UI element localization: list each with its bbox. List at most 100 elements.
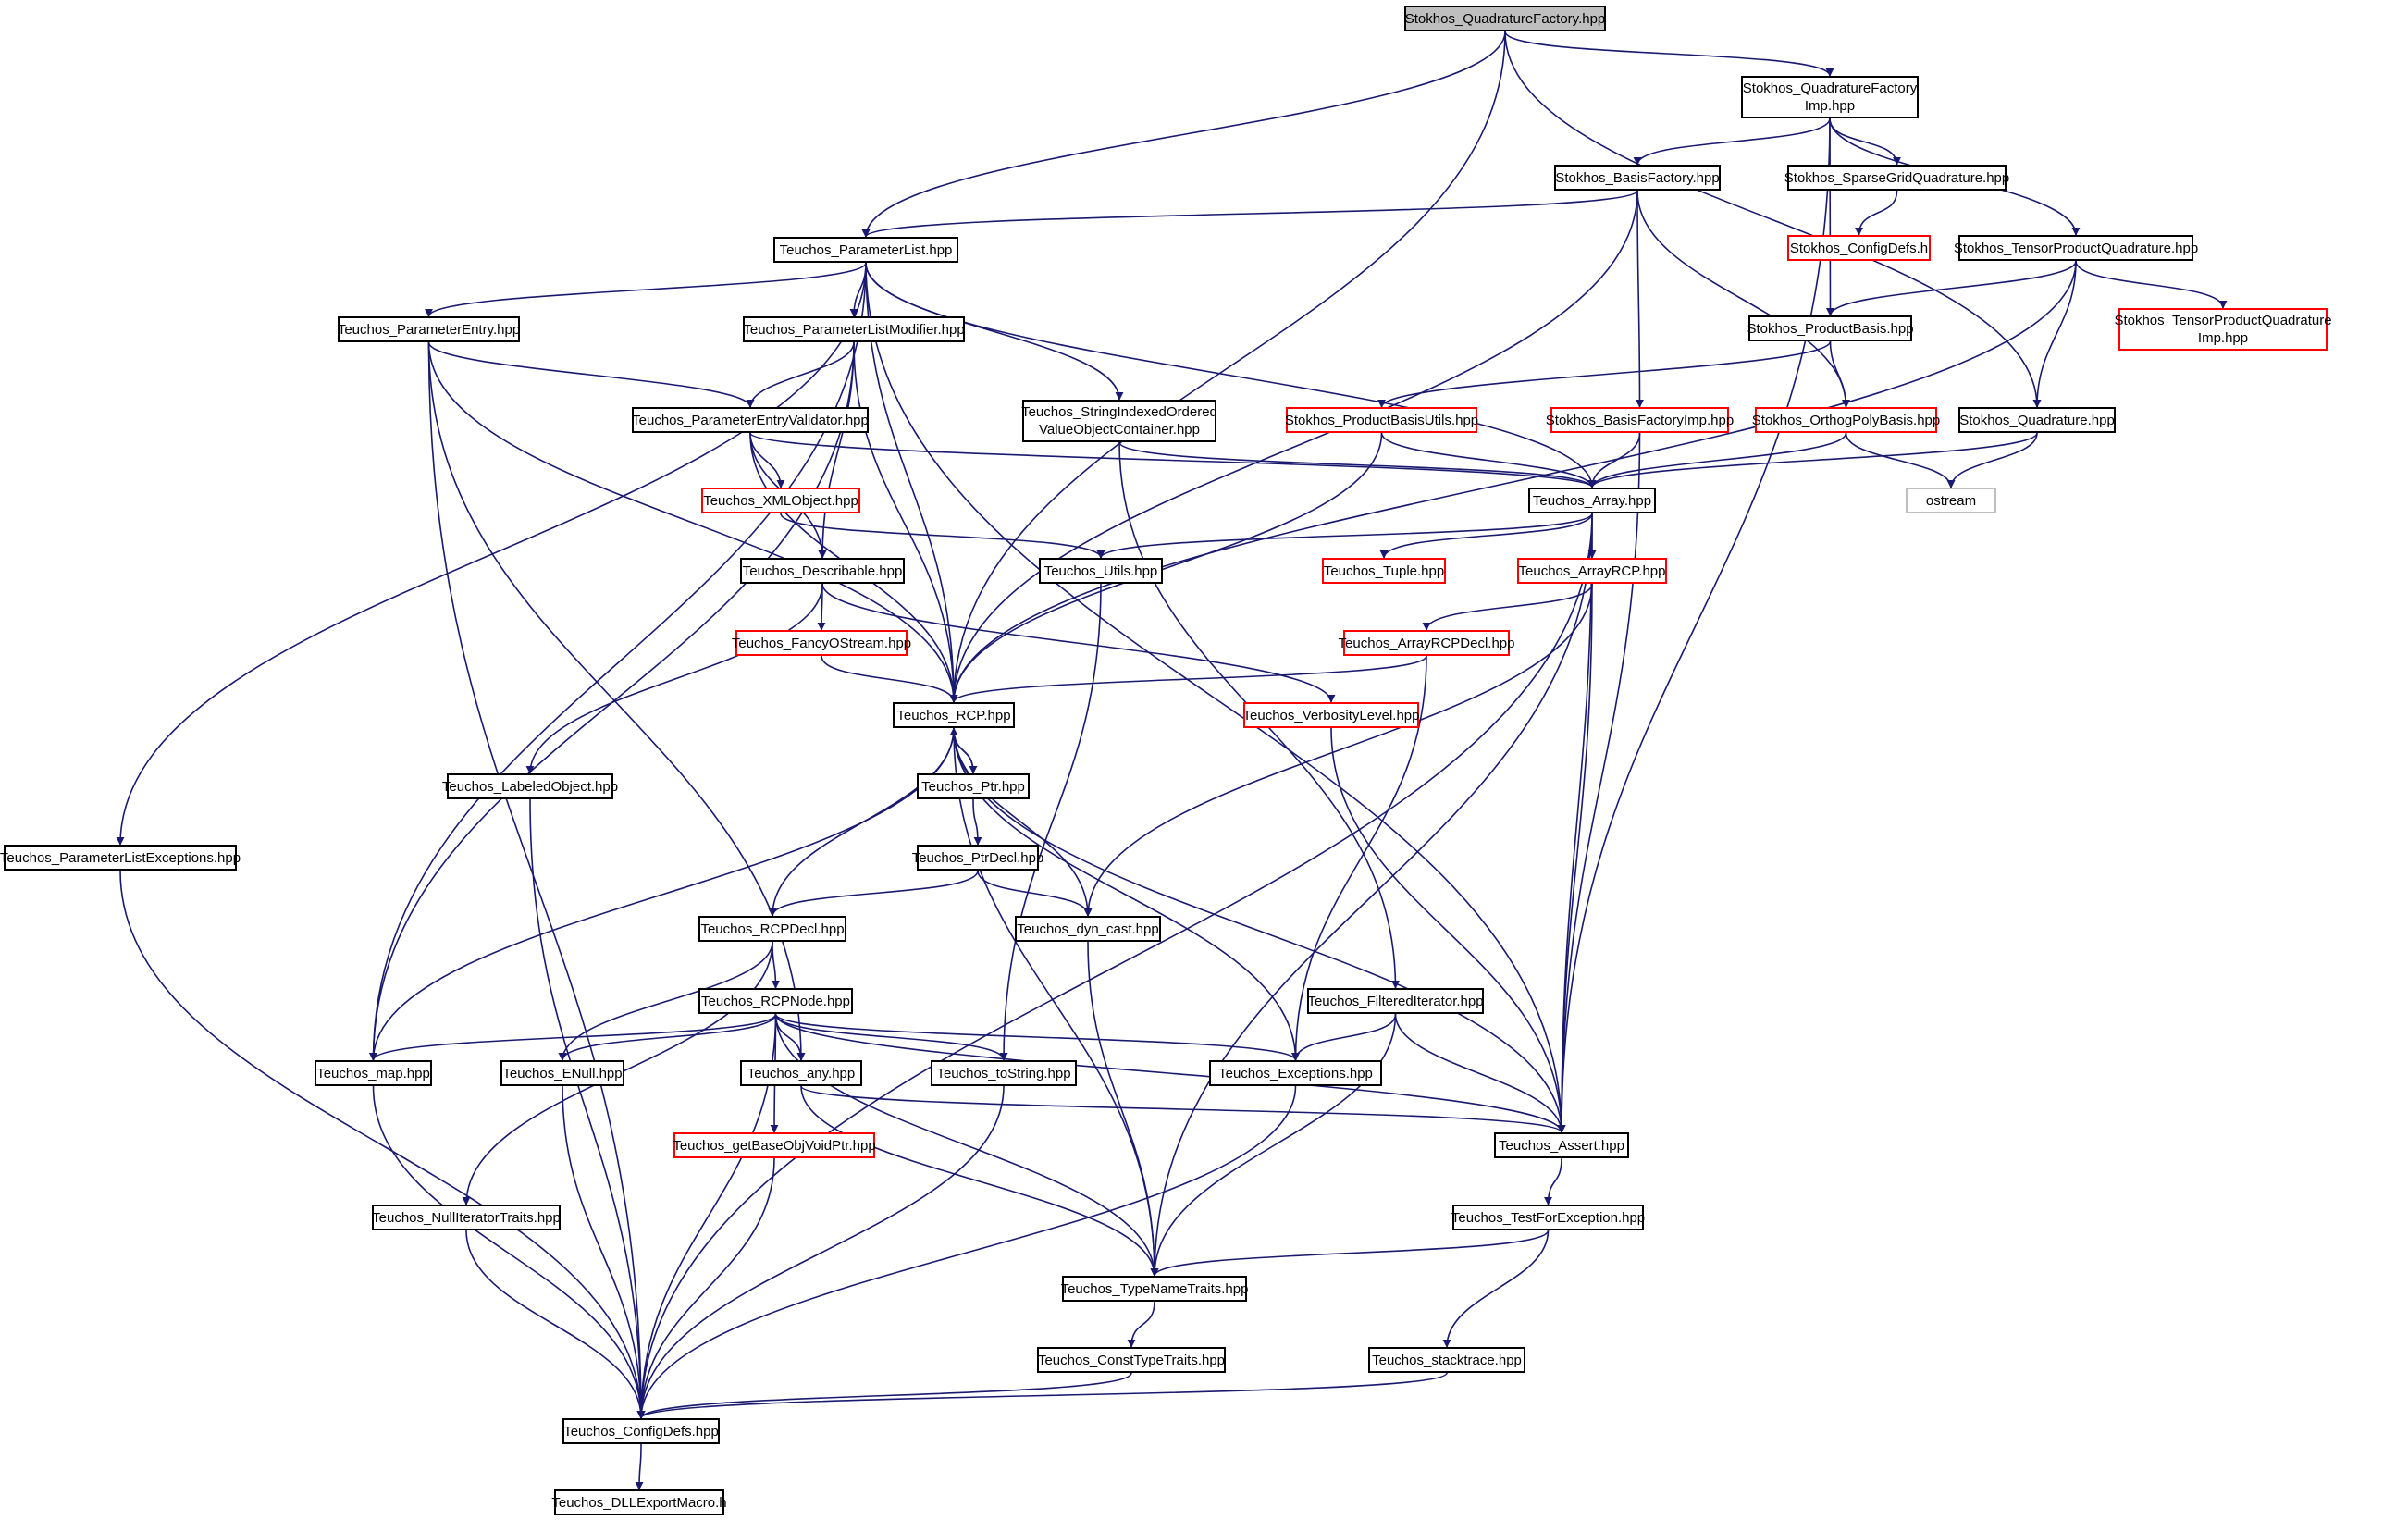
node-stokhos-product-basis[interactable]: Stokhos_ProductBasis.hpp bbox=[1747, 315, 1914, 341]
node-teuchos-string-indexed-container[interactable]: Teuchos_StringIndexedOrdered ValueObject… bbox=[1021, 400, 1217, 442]
node-stokhos-tensor-product-quadrature-imp[interactable]: Stokhos_TensorProductQuadrature Imp.hpp bbox=[2114, 308, 2332, 351]
node-teuchos-parameter-entry-validator[interactable]: Teuchos_ParameterEntryValidator.hpp bbox=[632, 407, 869, 433]
edge-FilteredIter-to-Exceptions bbox=[1291, 1013, 1397, 1061]
node-teuchos-array-rcp[interactable]: Teuchos_ArrayRCP.hpp bbox=[1517, 558, 1667, 584]
edge-RCPNode-to-TypeName bbox=[774, 1013, 1159, 1277]
node-stokhos-sparse-grid-quadrature[interactable]: Stokhos_SparseGridQuadrature.hpp bbox=[1784, 165, 2009, 191]
edge-RCPNode-to-Assert bbox=[774, 1013, 1566, 1133]
edge-Assert-to-TestForExc bbox=[1544, 1157, 1562, 1205]
node-teuchos-rcp-node[interactable]: Teuchos_RCPNode.hpp bbox=[698, 988, 853, 1014]
edge-Array-to-Tuple bbox=[1379, 513, 1593, 559]
edge-FilteredIter-to-TypeName bbox=[1150, 1013, 1397, 1277]
node-stokhos-quadrature[interactable]: Stokhos_Quadrature.hpp bbox=[1958, 407, 2116, 433]
node-teuchos-describable[interactable]: Teuchos_Describable.hpp bbox=[740, 558, 905, 584]
node-teuchos-parameter-entry[interactable]: Teuchos_ParameterEntry.hpp bbox=[338, 316, 520, 342]
edge-ParamEntry-to-ConfigDefs bbox=[427, 341, 646, 1419]
node-stokhos-basis-factory[interactable]: Stokhos_BasisFactory.hpp bbox=[1554, 165, 1721, 191]
edge-Map-to-ConfigDefs bbox=[372, 1085, 646, 1419]
node-teuchos-const-type-traits[interactable]: Teuchos_ConstTypeTraits.hpp bbox=[1037, 1347, 1226, 1373]
edge-ParamEntry-to-ParamEntryVal bbox=[427, 341, 755, 408]
edge-ENull-to-ConfigDefs bbox=[562, 1085, 646, 1419]
edge-RCP-to-DynCast bbox=[953, 727, 1093, 917]
edge-ParamList-to-ParamEntry bbox=[425, 262, 867, 317]
node-teuchos-parameter-list-exceptions[interactable]: Teuchos_ParameterListExceptions.hpp bbox=[0, 845, 241, 871]
edge-BasisFactoryImp-to-Array bbox=[1587, 432, 1641, 488]
edge-LabeledObject-to-ConfigDefs bbox=[529, 798, 646, 1419]
edge-NullIter-to-ConfigDefs bbox=[465, 1230, 646, 1419]
node-teuchos-array[interactable]: Teuchos_Array.hpp bbox=[1528, 488, 1656, 513]
edge-Ptr-to-RCP bbox=[949, 727, 974, 774]
node-ostream[interactable]: ostream bbox=[1906, 488, 1996, 513]
node-teuchos-stacktrace[interactable]: Teuchos_stacktrace.hpp bbox=[1368, 1347, 1525, 1373]
node-stokhos-config-defs[interactable]: Stokhos_ConfigDefs.h bbox=[1787, 235, 1931, 261]
node-teuchos-verbosity-level[interactable]: Teuchos_VerbosityLevel.hpp bbox=[1243, 702, 1419, 728]
node-teuchos-dyn-cast[interactable]: Teuchos_dyn_cast.hpp bbox=[1015, 916, 1161, 942]
edge-ParamList-to-Array bbox=[865, 262, 1597, 488]
edge-RCP-to-Assert bbox=[953, 727, 1566, 1133]
node-teuchos-enull[interactable]: Teuchos_ENull.hpp bbox=[500, 1060, 624, 1086]
edge-ToString-to-ConfigDefs bbox=[636, 1085, 1005, 1419]
node-teuchos-exceptions[interactable]: Teuchos_Exceptions.hpp bbox=[1209, 1060, 1382, 1086]
edge-FilteredIter-to-Assert bbox=[1394, 1013, 1566, 1133]
node-stokhos-quadrature-factory-imp[interactable]: Stokhos_QuadratureFactory Imp.hpp bbox=[1741, 76, 1919, 118]
edge-ArrayRCP-to-Assert bbox=[1557, 583, 1593, 1133]
node-teuchos-utils[interactable]: Teuchos_Utils.hpp bbox=[1039, 558, 1163, 584]
edge-Any-to-Assert bbox=[800, 1085, 1566, 1133]
edge-Exceptions-to-ConfigDefs bbox=[636, 1085, 1297, 1419]
node-teuchos-type-name-traits[interactable]: Teuchos_TypeNameTraits.hpp bbox=[1061, 1276, 1248, 1302]
edge-RCPDecl-to-ENull bbox=[558, 941, 773, 1061]
node-teuchos-xml-object[interactable]: Teuchos_XMLObject.hpp bbox=[701, 488, 860, 513]
node-teuchos-ptr[interactable]: Teuchos_Ptr.hpp bbox=[917, 773, 1030, 799]
node-stokhos-basis-factory-imp[interactable]: Stokhos_BasisFactoryImp.hpp bbox=[1546, 407, 1734, 433]
edge-OrthogPoly-to-Array bbox=[1587, 432, 1847, 488]
edge-ParamList-to-ParamListMod bbox=[849, 262, 867, 317]
edge-TensorQuad-to-RCP bbox=[949, 260, 2077, 703]
edge-BasisFactory-to-BasisFactoryImp bbox=[1635, 190, 1644, 408]
node-teuchos-any[interactable]: Teuchos_any.hpp bbox=[740, 1060, 862, 1086]
node-teuchos-config-defs[interactable]: Teuchos_ConfigDefs.hpp bbox=[562, 1418, 720, 1444]
edge-Stacktrace-to-ConfigDefs bbox=[636, 1372, 1448, 1419]
node-teuchos-test-for-exception[interactable]: Teuchos_TestForException.hpp bbox=[1451, 1205, 1645, 1230]
node-teuchos-null-iterator-traits[interactable]: Teuchos_NullIteratorTraits.hpp bbox=[372, 1205, 561, 1230]
edge-DynCast-to-TypeName bbox=[1087, 941, 1159, 1277]
edge-Describable-to-LabeledObject bbox=[525, 583, 823, 774]
node-teuchos-labeled-object[interactable]: Teuchos_LabeledObject.hpp bbox=[442, 773, 618, 799]
node-teuchos-rcp[interactable]: Teuchos_RCP.hpp bbox=[893, 702, 1015, 728]
edge-RCPDecl-to-RCPNode bbox=[771, 941, 780, 989]
node-teuchos-filtered-iterator[interactable]: Teuchos_FilteredIterator.hpp bbox=[1307, 988, 1484, 1014]
node-teuchos-to-string[interactable]: Teuchos_toString.hpp bbox=[931, 1060, 1077, 1086]
edge-QuadFactoryImp-to-Assert bbox=[1557, 117, 1831, 1133]
edge-BasisFactoryImp-to-Assert bbox=[1557, 432, 1641, 1133]
edge-RCPNode-to-ToString bbox=[774, 1013, 1008, 1061]
node-teuchos-get-base-obj-void-ptr[interactable]: Teuchos_getBaseObjVoidPtr.hpp bbox=[673, 1132, 876, 1158]
edge-TestForExc-to-TypeName bbox=[1150, 1230, 1550, 1277]
node-teuchos-assert[interactable]: Teuchos_Assert.hpp bbox=[1494, 1132, 1629, 1158]
node-teuchos-tuple[interactable]: Teuchos_Tuple.hpp bbox=[1322, 558, 1446, 584]
node-teuchos-fancy-ostream[interactable]: Teuchos_FancyOStream.hpp bbox=[732, 630, 911, 656]
node-teuchos-parameter-list[interactable]: Teuchos_ParameterList.hpp bbox=[773, 237, 958, 263]
edge-QuadFactory-to-QuadFactoryImp bbox=[1504, 31, 1834, 77]
edge-ParamEntryVal-to-Array bbox=[749, 432, 1597, 488]
edge-PtrDecl-to-DynCast bbox=[977, 870, 1093, 917]
edge-FancyOStream-to-RCP bbox=[821, 655, 958, 703]
node-teuchos-parameter-list-modifier[interactable]: Teuchos_ParameterListModifier.hpp bbox=[743, 316, 965, 342]
node-teuchos-rcp-decl[interactable]: Teuchos_RCPDecl.hpp bbox=[698, 916, 846, 942]
node-teuchos-dll-export-macro[interactable]: Teuchos_DLLExportMacro.h bbox=[551, 1489, 727, 1515]
edge-ParamList-to-Map bbox=[369, 262, 867, 1061]
edge-SparseGrid-to-ConfigDefsH bbox=[1855, 190, 1898, 236]
node-stokhos-product-basis-utils[interactable]: Stokhos_ProductBasisUtils.hpp bbox=[1285, 407, 1478, 433]
node-stokhos-orthog-poly-basis[interactable]: Stokhos_OrthogPolyBasis.hpp bbox=[1752, 407, 1940, 433]
edge-PtrDecl-to-RCPDecl bbox=[768, 870, 979, 917]
node-stokhos-tensor-product-quadrature[interactable]: Stokhos_TensorProductQuadrature.hpp bbox=[1954, 235, 2198, 261]
edge-QuadFactory-to-ParamList bbox=[861, 31, 1506, 238]
node-teuchos-map[interactable]: Teuchos_map.hpp bbox=[315, 1060, 432, 1086]
edge-ParamListMod-to-RCP bbox=[853, 341, 958, 703]
edge-TensorQuad-to-ProductBasis bbox=[1826, 260, 2077, 316]
node-stokhos-quadrature-factory[interactable]: Stokhos_QuadratureFactory.hpp bbox=[1404, 6, 1606, 31]
node-teuchos-array-rcp-decl[interactable]: Teuchos_ArrayRCPDecl.hpp bbox=[1339, 630, 1514, 656]
edge-ArrayRCPDecl-to-Exceptions bbox=[1291, 655, 1427, 1061]
edge-TensorQuad-to-TensorQuadImp bbox=[2075, 260, 2228, 309]
node-teuchos-ptr-decl[interactable]: Teuchos_PtrDecl.hpp bbox=[912, 845, 1043, 871]
edge-RCPNode-to-Map bbox=[369, 1013, 777, 1061]
edge-Array-to-TypeName bbox=[1150, 513, 1593, 1277]
